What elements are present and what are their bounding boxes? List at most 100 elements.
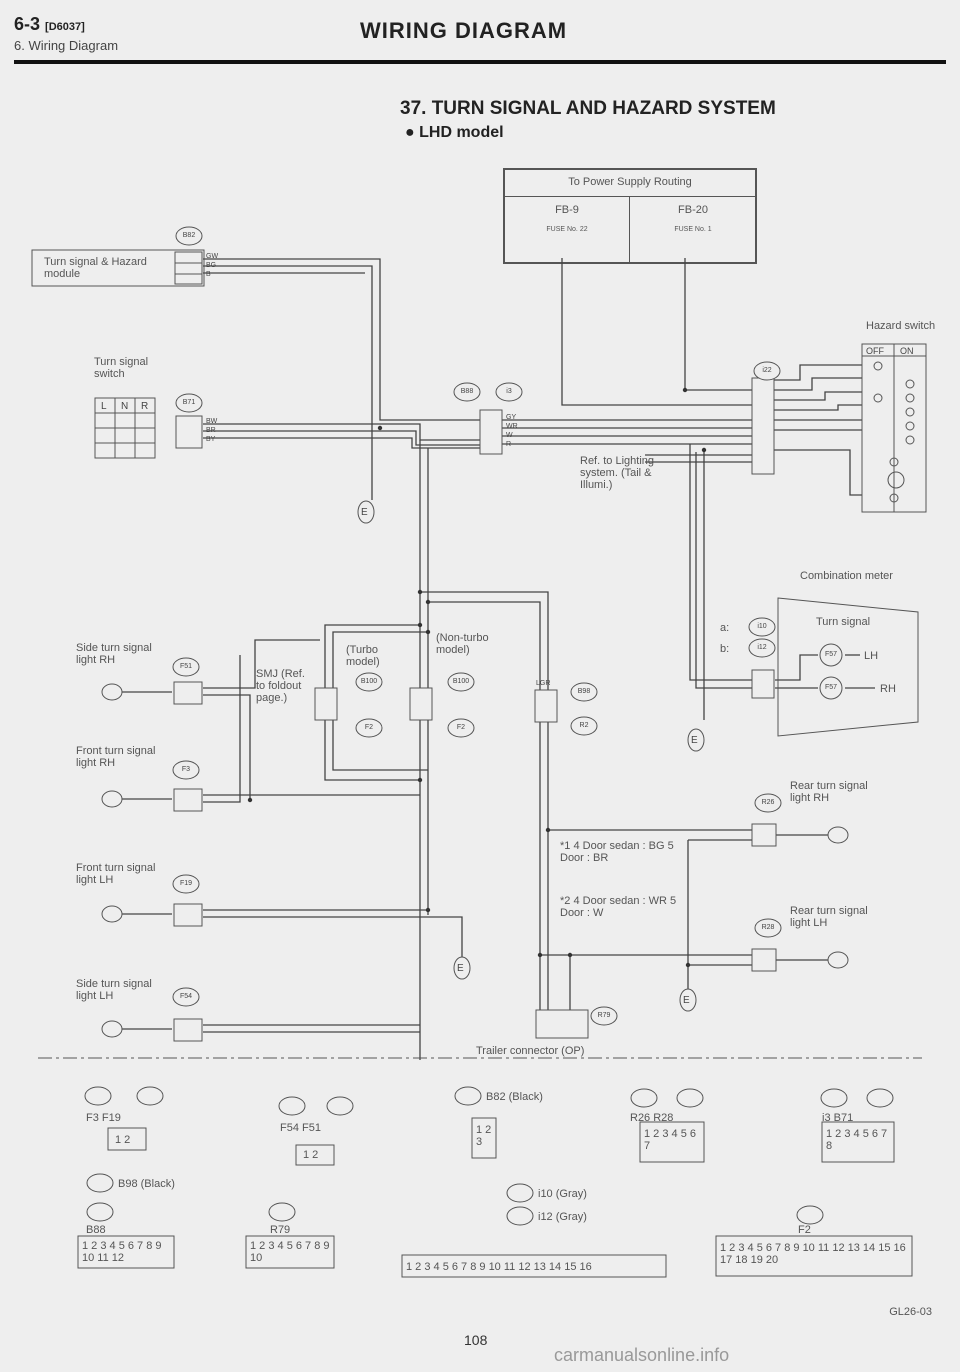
callout-side-rh: F51 (179, 663, 193, 670)
grounds (357, 500, 705, 1012)
rear-lh-label: Rear turn signal light LH (790, 905, 868, 929)
section-number: 6-3 [D6037] (14, 14, 85, 34)
side-lh-lamp-icon (101, 1020, 123, 1038)
front-lh-label: Front turn signal light LH (76, 862, 156, 886)
legend-group-4: R26 R28 (630, 1112, 674, 1124)
wire-power-1 (561, 258, 752, 406)
legend-group-3: B82 (Black) (486, 1091, 543, 1103)
wire-color-label: BR (206, 427, 216, 434)
wire-haz-4 (774, 404, 862, 411)
legend-face-b82 (471, 1117, 497, 1159)
front-lh-lamp-icon (101, 905, 123, 923)
junction-dot (682, 387, 688, 393)
wire-color-label: BW (206, 418, 218, 425)
turbo-label: (Turbo model) (346, 644, 380, 668)
wire-color-label: GY (506, 414, 517, 421)
turn-switch-connector (175, 415, 203, 449)
junction-dot (417, 589, 423, 595)
callout-nonturbo-f: F2 (456, 724, 466, 731)
note-2: *2 4 Door sedan : WR 5 Door : W (560, 895, 677, 919)
front-rh-label: Front turn signal light RH (76, 745, 156, 769)
trunk-3 (420, 591, 549, 1010)
callout-trailer: R79 (597, 1012, 611, 1019)
trunk-meter-2 (695, 452, 752, 689)
fuse-fb20: FB-20 (678, 204, 708, 216)
meter-lh-label: LH (864, 650, 879, 662)
wire-power-2 (684, 258, 752, 391)
junctions (247, 387, 707, 968)
legend-pins-1-7: 1 2 3 4 5 6 7 (644, 1128, 696, 1152)
wire-color-label: B (206, 271, 211, 278)
callout-rear-rh: R26 (761, 799, 775, 806)
wire-haz-3 (774, 391, 862, 401)
power-box-divider-v (629, 196, 630, 262)
header-rule (14, 60, 946, 64)
legend-group-6b: B88 (86, 1224, 106, 1236)
callout-b88: B88 (460, 388, 474, 395)
ground-icon (687, 728, 705, 752)
junction-dot (417, 622, 423, 628)
rear-rh-connector (751, 823, 777, 847)
side-rh-lamp-icon (101, 683, 123, 701)
diagram-subtitle: ● LHD model (405, 124, 504, 141)
wire-color-label: WR (506, 423, 518, 430)
switch-col-n: N (121, 401, 129, 412)
wire-color-label: LGR (536, 680, 551, 687)
callout-i22: i22 (762, 367, 772, 374)
junction-dot (685, 962, 691, 968)
power-supply-box: To Power Supply Routing FB-9 FB-20 FUSE … (503, 168, 757, 264)
side-rh-label: Side turn signal light RH (76, 642, 152, 666)
combination-meter-label: Combination meter (800, 570, 893, 582)
note-1: *1 4 Door sedan : BG 5 Door : BR (560, 840, 674, 864)
wire-tsw-3 (203, 437, 480, 449)
wire-side-rh-2 (203, 694, 251, 800)
rear-lh-connector (751, 948, 777, 972)
wire-color-label: BY (206, 436, 216, 443)
smj-connector (314, 687, 338, 721)
fuse-ref-1: FUSE No. 1 (674, 226, 712, 233)
callout-b98: B98 (577, 688, 591, 695)
callout-rear-lh: R28 (761, 924, 775, 931)
meter-connector (751, 669, 775, 699)
lamps (101, 683, 849, 1038)
wire-front-rh-2 (203, 655, 241, 803)
meter-rh-bulb (819, 676, 843, 700)
meter-lh-bulb (819, 643, 843, 667)
hazard-col-on: ON (900, 346, 914, 356)
junction-dot (537, 952, 543, 958)
callout-front-lh: F19 (179, 880, 193, 887)
wire-color-label: BG (206, 262, 217, 269)
front-rh-connector (173, 788, 203, 812)
front-rh-lamp-icon (101, 790, 123, 808)
legend-pins-f2: 1 2 3 4 5 6 7 8 9 10 11 12 13 14 15 16 1… (720, 1242, 906, 1266)
side-lh-label: Side turn signal light LH (76, 978, 152, 1002)
switch-col-r: R (141, 401, 149, 412)
legend-face-b98 (77, 1235, 175, 1269)
meter-a-label: a: (720, 622, 730, 634)
ref-lighting-label: Ref. to Lighting system. (Tail & Illumi.… (580, 455, 654, 491)
callout-i3: i3 (506, 388, 512, 395)
legend-face-f54 (295, 1144, 335, 1166)
rear-rh-label: Rear turn signal light RH (790, 780, 868, 804)
legend-pins-123: 1 2 3 (476, 1124, 492, 1148)
legend-connectors (77, 1117, 913, 1278)
callout-turn-switch: B71 (182, 399, 196, 406)
page-title: WIRING DIAGRAM (360, 18, 568, 43)
legend-pins-1-8: 1 2 3 4 5 6 7 8 (826, 1128, 888, 1152)
junction-dot (567, 952, 573, 958)
side-lh-connector (173, 1018, 203, 1042)
side-rh-connector (173, 681, 203, 705)
ground-label: E (691, 735, 698, 746)
wire-front-lh-2 (203, 916, 463, 960)
wire-haz-2 (774, 377, 862, 391)
junction-dot (425, 907, 431, 913)
callout-r2: R2 (579, 722, 589, 729)
ground-icon (357, 500, 375, 524)
legend-group-8: i10 (Gray) (538, 1188, 587, 1200)
hazard-switch-label: Hazard switch (866, 320, 936, 332)
legend-group-9: F2 (798, 1224, 811, 1236)
trailer-label: Trailer connector (OP) (476, 1045, 585, 1057)
legend-pins-r79: 1 2 3 4 5 6 7 8 9 10 (250, 1240, 330, 1264)
junction-dot (247, 797, 253, 803)
legend-face-f2 (715, 1235, 913, 1277)
